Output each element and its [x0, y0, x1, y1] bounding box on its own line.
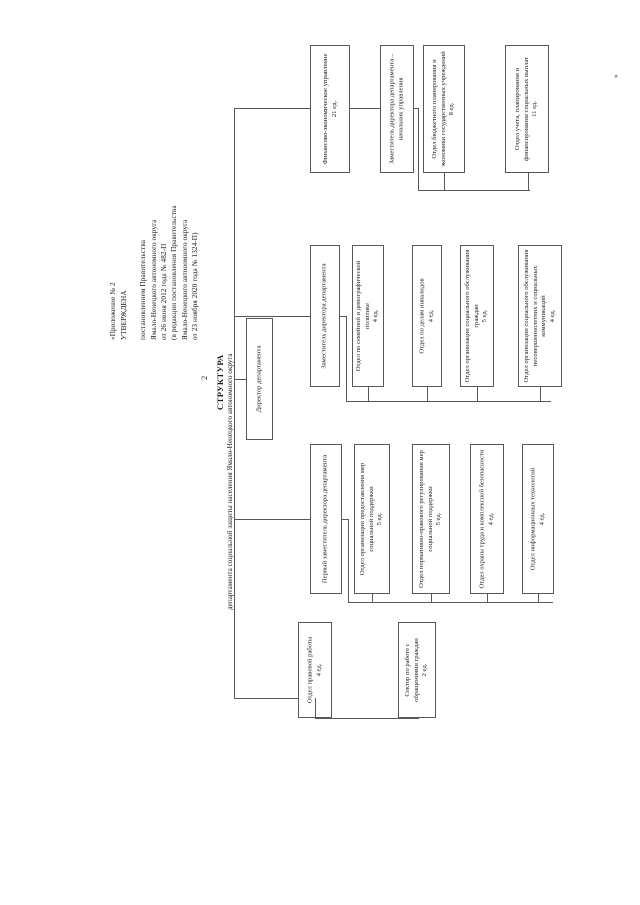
- org-box-legal-regulation-social-support[interactable]: Отдел нормативно-правового регулирования…: [412, 444, 450, 594]
- org-box-minors-social-services[interactable]: Отдел организации социального обслуживан…: [518, 245, 562, 387]
- spine-director: [234, 108, 235, 698]
- connector-finance-deputy: [350, 108, 380, 109]
- connector-appeals-horizontal: [315, 718, 419, 719]
- connector-disabled-affairs-drop: [427, 387, 428, 401]
- org-box-social-support-provision-label: Отдел организации предоставления мер соц…: [359, 462, 384, 576]
- connector-appeals-drop: [418, 718, 419, 719]
- connector-first-deputy-to-subspine: [342, 519, 348, 520]
- connector-deputy-subspine-horizontal: [346, 401, 551, 402]
- org-box-social-services-organization-label: Отдел организации социального обслуживан…: [464, 249, 489, 383]
- connector-spine-legal-work: [234, 698, 298, 699]
- connector-deputy-to-subspine: [340, 316, 346, 317]
- org-box-labor-safety-security[interactable]: Отдел охраны труда и комплексной безопас…: [470, 444, 504, 594]
- org-box-budget-planning-label: Отдел бюджетного планирования и экономик…: [431, 51, 456, 167]
- org-box-accounting-social-payments-department[interactable]: Отдел учета, планирования и финансирован…: [505, 45, 549, 173]
- org-box-first-deputy-director[interactable]: Первый заместитель директора департамент…: [310, 444, 342, 594]
- page-subtitle: департамента социальной защиты населения…: [226, 353, 234, 610]
- org-box-deputy-director[interactable]: Заместитель директора департамента: [310, 245, 340, 387]
- org-box-deputy-director-head-label: Заместитель директора департамента – нач…: [388, 53, 404, 165]
- approval-line-1: «Приложение № 2: [109, 282, 117, 340]
- org-box-director[interactable]: Директор департамента: [246, 318, 273, 440]
- connector-family-demographic-drop: [368, 387, 369, 401]
- org-box-social-support-provision[interactable]: Отдел организации предоставления мер соц…: [354, 444, 390, 594]
- connector-legal-regulation-drop: [431, 594, 432, 602]
- approval-line-4: Ямало-Ненецкого автономного округа: [149, 219, 158, 340]
- connector-first-deputy-subspine-horizontal: [348, 602, 553, 603]
- connector-information-technology-drop: [538, 594, 539, 602]
- org-box-deputy-director-label: Заместитель директора департамента: [320, 263, 328, 369]
- connector-social-services-drop: [477, 387, 478, 401]
- org-box-budget-planning-department[interactable]: Отдел бюджетного планирования и экономик…: [423, 45, 465, 173]
- org-box-accounting-social-payments-label: Отдел учета, планирования и финансирован…: [514, 57, 539, 161]
- connector-accounting-drop: [528, 173, 529, 190]
- corner-mark: »: [612, 74, 620, 79]
- approval-line-5: от 26 июня 2012 года № 482-П: [160, 243, 168, 340]
- connector-budget-planning-drop: [444, 173, 445, 190]
- approval-line-3: постановлением Правительства: [139, 239, 148, 340]
- approval-line-8: от 23 ноября 2020 года № 1324-П): [191, 232, 200, 340]
- approval-line-2: УТВЕРЖДЕНА: [119, 290, 128, 340]
- org-box-deputy-director-head-of-directorate[interactable]: Заместитель директора департамента – нач…: [380, 45, 414, 173]
- connector-labor-safety-drop: [487, 594, 488, 602]
- connector-director-spine: [234, 379, 246, 380]
- connector-spine-finance: [234, 108, 310, 109]
- org-box-family-demographic-policy-label: Отдел по семейной и демографической поли…: [355, 260, 380, 372]
- spine-first-deputy-units: [348, 519, 349, 602]
- org-box-legal-regulation-label: Отдел нормативно-правового регулирования…: [418, 450, 443, 588]
- connector-social-support-drop: [372, 594, 373, 602]
- org-box-family-demographic-policy[interactable]: Отдел по семейной и демографической поли…: [352, 245, 384, 387]
- approval-header: «Приложение № 2 УТВЕРЖДЕНА постановление…: [108, 60, 201, 340]
- connector-minors-drop: [540, 387, 541, 401]
- approval-line-6: (в редакции постановления Правительства: [170, 205, 179, 340]
- org-box-social-services-organization[interactable]: Отдел организации социального обслуживан…: [460, 245, 494, 387]
- page-title: СТРУКТУРА: [215, 354, 225, 410]
- org-box-first-deputy-director-label: Первый заместитель директора департамент…: [321, 454, 329, 584]
- org-box-labor-safety-label: Отдел охраны труда и комплексной безопас…: [478, 449, 494, 589]
- org-box-minors-social-services-label: Отдел организации социального обслуживан…: [522, 249, 556, 383]
- org-box-director-label: Директор департамента: [255, 345, 263, 413]
- spine-finance-units: [418, 108, 419, 190]
- page-number: 2: [200, 375, 209, 380]
- connector-spine-first-deputy: [234, 519, 310, 520]
- connector-legal-work-drop: [315, 698, 316, 718]
- connector-deputy-subspine: [414, 108, 418, 109]
- connector-spine-deputy-director: [234, 316, 310, 317]
- approval-line-7: Ямало-Ненецкого автономного округа: [180, 219, 189, 340]
- connector-subspine-horizontal: [418, 190, 530, 191]
- spine-deputy-units: [346, 316, 347, 401]
